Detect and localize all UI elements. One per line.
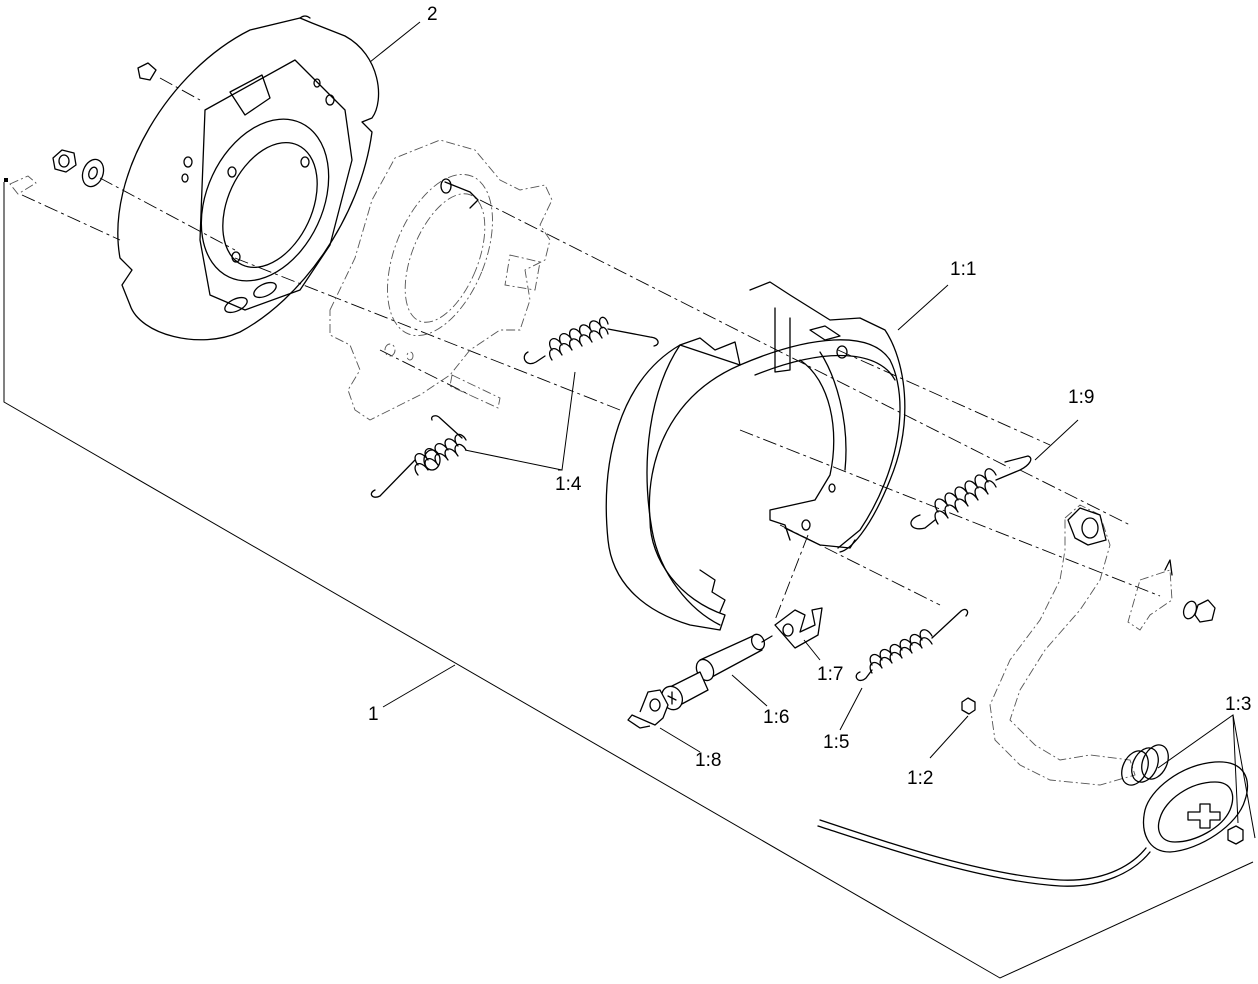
lever-arm-phantom	[989, 504, 1173, 786]
right-nut-washer	[1182, 599, 1216, 623]
phantom-mounting-bracket	[329, 139, 553, 421]
block-1-2	[961, 697, 976, 715]
spring-1-4-upper	[523, 316, 659, 365]
callout-1-8: 1:8	[695, 750, 721, 771]
leader-lines	[369, 21, 1256, 839]
alignment-centerlines	[21, 77, 1161, 621]
callout-1-3: 1:3	[1225, 694, 1251, 715]
spring-1-9	[910, 455, 1032, 530]
bracket-1-8	[627, 689, 669, 729]
adjuster-1-6	[660, 633, 773, 711]
handle-spring-cable-1-3	[817, 744, 1249, 887]
callout-1-5: 1:5	[823, 732, 849, 753]
backing-plate	[117, 15, 380, 341]
spring-1-4-lower	[370, 415, 467, 498]
brake-shoe-band	[605, 281, 906, 631]
callout-1-6: 1:6	[763, 707, 789, 728]
callout-1-7: 1:7	[817, 664, 843, 685]
callout-1: 1	[368, 704, 379, 725]
assembly-bracket	[3, 178, 1254, 979]
left-fasteners	[9, 62, 157, 195]
callout-1-9: 1:9	[1068, 387, 1094, 408]
callout-2: 2	[427, 4, 438, 25]
spring-1-5	[855, 608, 969, 682]
callout-1-2: 1:2	[907, 768, 933, 789]
callout-1-4: 1:4	[555, 474, 582, 495]
callout-1-1: 1:1	[950, 259, 976, 280]
clip-1-7	[774, 607, 823, 649]
callout-labels: 2 1:1 1:9 1:4 1 1:7 1:6 1:5 1:8 1:2 1:3	[368, 4, 1251, 789]
